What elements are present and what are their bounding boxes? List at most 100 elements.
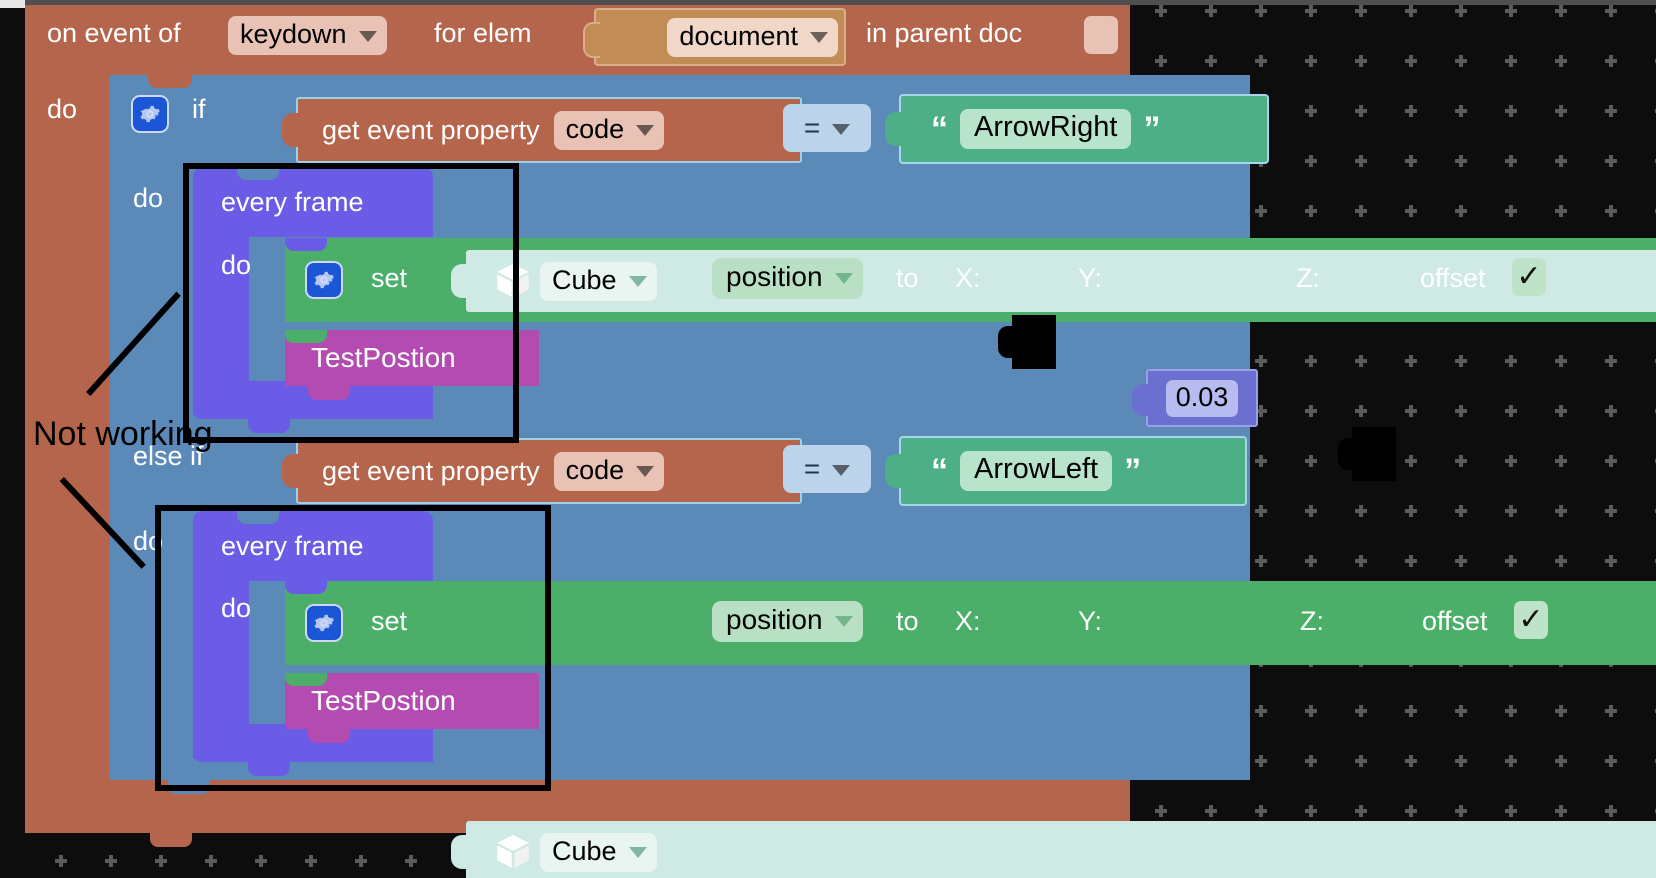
procedure-name-1: TestPostion: [311, 342, 456, 373]
every-frame-block-2-header[interactable]: [193, 511, 433, 581]
string-value-2[interactable]: ArrowLeft: [960, 451, 1113, 491]
window-top-bar: [0, 0, 1656, 5]
get-event-property-block-2[interactable]: get event property code: [282, 438, 802, 504]
event-property-value-2: code: [565, 454, 625, 485]
set-position-block-2[interactable]: [285, 581, 1656, 665]
event-block-bottom-notch: [150, 833, 192, 847]
object-name-value-2: Cube: [552, 835, 617, 866]
offset-checkbox-2[interactable]: ✓: [1514, 601, 1548, 639]
equality-operator-dropdown-1[interactable]: =: [783, 104, 871, 152]
checkmark-icon: ✓: [1516, 260, 1542, 293]
object-name-value-1: Cube: [552, 264, 617, 295]
event-block-bottom-arm: [25, 790, 210, 833]
every-frame-do-label-2: do: [221, 593, 252, 623]
set-to-label-1: to: [896, 263, 919, 293]
get-event-property-block-1[interactable]: get event property code: [282, 97, 802, 163]
y-axis-label-1: Y:: [1078, 263, 1103, 293]
event-for-elem-label: for elem: [434, 18, 532, 48]
chevron-down-icon: [834, 273, 853, 284]
set-block-1-mutator-gear-button[interactable]: [305, 261, 343, 299]
set-block-2-top-notch: [285, 581, 327, 594]
event-on-event-of-label: on event of: [47, 18, 181, 48]
y-axis-label-2: Y:: [1078, 606, 1103, 636]
procedure-call-block-1[interactable]: TestPostion: [285, 330, 539, 386]
event-elem-shadow-block[interactable]: document: [583, 8, 846, 66]
procedure-call-block-2[interactable]: TestPostion: [285, 673, 539, 729]
event-do-label: do: [47, 94, 78, 124]
parent-doc-checkbox[interactable]: [1084, 16, 1118, 54]
procedure-call-block-2-notch: [308, 729, 350, 743]
annotation-note-text: Not working: [33, 415, 213, 453]
open-quote-icon-1: “: [931, 109, 948, 148]
close-quote-icon-2: ”: [1124, 451, 1142, 490]
if-label: if: [192, 94, 206, 124]
object-dropdown-block-1[interactable]: Cube: [451, 250, 1656, 312]
chevron-down-icon: [832, 465, 851, 476]
every-frame-title-2: every frame: [221, 531, 364, 561]
procedure-call-block-1-top-notch: [285, 330, 327, 343]
set-label-2: set: [371, 606, 408, 636]
string-value-1[interactable]: ArrowRight: [960, 109, 1132, 149]
window-top-bar-left-segment: [0, 0, 25, 8]
chevron-down-icon: [628, 276, 647, 287]
gear-icon: [140, 105, 160, 123]
set-block-2-mutator-gear-button[interactable]: [305, 604, 343, 642]
every-frame-block-2-top-notch: [237, 511, 279, 524]
object-name-dropdown-1[interactable]: Cube: [540, 261, 657, 301]
set-to-label-2: to: [896, 606, 919, 636]
every-frame-do-label-1: do: [221, 250, 252, 280]
text-string-block-1[interactable]: “ ArrowRight ”: [885, 94, 1269, 164]
x-axis-label-1: X:: [955, 263, 981, 293]
elem-dropdown[interactable]: document: [667, 17, 838, 57]
event-type-dropdown[interactable]: keydown: [228, 16, 387, 55]
property-dropdown-2[interactable]: position: [712, 601, 863, 642]
chevron-down-icon: [628, 847, 647, 858]
chevron-down-icon: [636, 125, 655, 136]
every-frame-block-1-bottom-notch: [248, 419, 290, 433]
property-value-2: position: [726, 604, 823, 635]
property-dropdown-1[interactable]: position: [712, 258, 863, 299]
procedure-name-2: TestPostion: [311, 685, 456, 716]
event-property-value-1: code: [565, 113, 625, 144]
z-axis-label-1: Z:: [1296, 263, 1320, 293]
chevron-down-icon: [832, 124, 851, 135]
left-gutter: [0, 5, 25, 878]
chevron-down-icon: [636, 466, 655, 477]
procedure-call-block-2-top-notch: [285, 673, 327, 686]
offset-checkbox-1[interactable]: ✓: [1512, 258, 1546, 296]
event-block-header[interactable]: [25, 5, 1130, 75]
y-value-number-block-1[interactable]: 0.03: [1132, 369, 1258, 427]
every-frame-title-1: every frame: [221, 187, 364, 217]
set-block-1-top-notch: [285, 238, 327, 251]
elem-value: document: [679, 20, 798, 51]
offset-label-1: offset: [1420, 263, 1486, 293]
chevron-down-icon: [358, 30, 377, 42]
gear-icon: [314, 614, 334, 632]
y-value-1[interactable]: 0.03: [1165, 379, 1239, 417]
get-event-property-label-1: get event property: [322, 114, 540, 145]
procedure-call-block-1-notch: [308, 386, 350, 400]
event-property-dropdown-2[interactable]: code: [553, 451, 665, 491]
gear-icon: [314, 271, 334, 289]
every-frame-block-1-header[interactable]: [193, 167, 433, 237]
in-parent-doc-label: in parent doc: [866, 18, 1023, 48]
if-block-top-notch: [148, 75, 192, 88]
text-string-block-2[interactable]: “ ArrowLeft ”: [885, 436, 1247, 506]
if-block-mutator-gear-button[interactable]: [131, 95, 169, 133]
offset-label-2: offset: [1422, 606, 1488, 636]
object-name-dropdown-2[interactable]: Cube: [540, 832, 657, 872]
operator-value-2: =: [803, 453, 821, 484]
x-value-empty-socket-1[interactable]: [998, 315, 1056, 369]
event-block-left-column: [25, 75, 110, 790]
event-property-dropdown-1[interactable]: code: [553, 110, 665, 150]
set-label-1: set: [371, 263, 408, 293]
property-value-1: position: [726, 261, 823, 292]
event-type-value: keydown: [240, 19, 347, 49]
x-axis-label-2: X:: [955, 606, 981, 636]
close-quote-icon-1: ”: [1143, 109, 1161, 148]
z-value-empty-socket-1[interactable]: [1338, 427, 1396, 481]
highlight-rectangle-1: [183, 163, 519, 443]
equality-operator-dropdown-2[interactable]: =: [783, 445, 871, 493]
object-dropdown-block-2[interactable]: Cube: [451, 821, 1656, 878]
